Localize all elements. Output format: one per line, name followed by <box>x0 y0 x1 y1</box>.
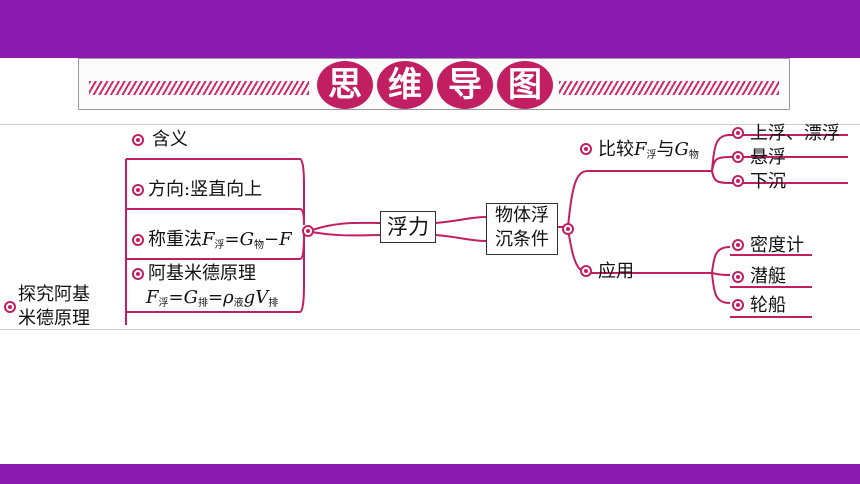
label-meaning: 含义 <box>152 129 188 150</box>
bullet-icon <box>732 239 744 251</box>
title: 思 维 导 图 <box>317 61 555 109</box>
top-band <box>0 0 860 58</box>
label-ship: 轮船 <box>750 295 786 316</box>
bullet-icon <box>132 184 144 196</box>
bullet-icon <box>732 127 744 139</box>
bottom-band <box>0 464 860 484</box>
bullet-icon <box>732 299 744 311</box>
label-suspend: 悬浮 <box>750 147 786 168</box>
bullet-icon <box>132 234 144 246</box>
bullet-icon <box>132 134 144 146</box>
bullet-icon <box>562 223 574 235</box>
bullet-icon <box>732 151 744 163</box>
title-banner: 思 维 导 图 <box>78 58 790 110</box>
label-hydrometer: 密度计 <box>750 235 804 256</box>
label-weighing-method: 称重法F浮=G物−F <box>148 229 292 251</box>
node-buoyancy: 浮力 <box>380 211 436 243</box>
banner-hatch-left <box>89 81 309 95</box>
banner-hatch-right <box>559 81 779 95</box>
bullet-icon <box>580 265 592 277</box>
title-char: 导 <box>437 61 493 109</box>
bullet-icon <box>302 225 314 237</box>
label-archimedes-formula: F浮=G排=ρ液gV排 <box>146 287 279 309</box>
title-char: 思 <box>317 61 373 109</box>
title-char: 图 <box>497 61 553 109</box>
label-submarine: 潜艇 <box>750 266 786 287</box>
label-rise-float: 上浮、漂浮 <box>750 123 840 144</box>
bullet-icon <box>732 175 744 187</box>
label-application: 应用 <box>598 261 634 282</box>
bullet-icon <box>132 268 144 280</box>
connector-lines <box>125 134 848 325</box>
node-sink-float-conditions: 物体浮沉条件 <box>486 203 558 255</box>
label-archimedes: 阿基米德原理 <box>148 263 256 284</box>
bullet-icon <box>4 301 16 313</box>
label-root: 探究阿基米德原理 <box>18 284 90 329</box>
bullet-icon <box>580 143 592 155</box>
label-direction: 方向:竖直向上 <box>148 179 263 200</box>
mind-map: 含义 方向:竖直向上 称重法F浮=G物−F 阿基米德原理 F浮=G排=ρ液gV排… <box>0 123 860 330</box>
title-char: 维 <box>377 61 433 109</box>
label-sink: 下沉 <box>750 171 786 192</box>
label-compare: 比较F浮与G物 <box>598 139 699 161</box>
bullet-icon <box>732 271 744 283</box>
